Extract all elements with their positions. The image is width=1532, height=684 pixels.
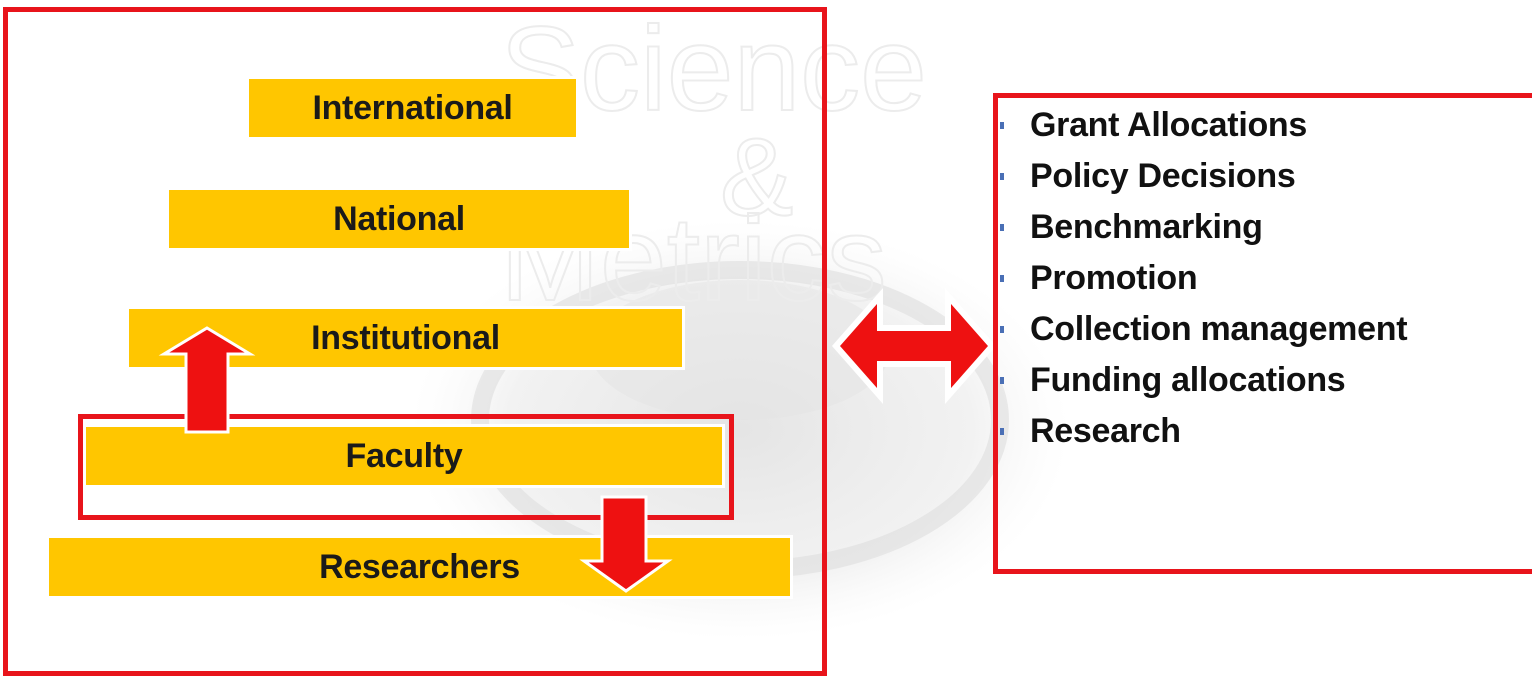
arrow-up-icon (158, 326, 256, 434)
list-item: Collection management (1000, 307, 1408, 358)
faculty-highlight-frame (78, 414, 734, 520)
use-label: Promotion (1030, 259, 1198, 297)
arrow-down-icon (579, 495, 673, 593)
list-item: Promotion (1000, 256, 1407, 307)
use-label: Benchmarking (1030, 208, 1263, 246)
bullet-icon (1000, 275, 1004, 282)
use-label: Grant Allocations (1030, 106, 1308, 144)
levels-frame (3, 7, 827, 676)
svg-text:&: & (720, 116, 793, 239)
bullet-icon (1000, 377, 1004, 384)
level-researchers: Researchers (49, 538, 790, 596)
list-item: Funding allocations (1000, 358, 1407, 409)
bullet-icon (1000, 428, 1004, 435)
use-label: Funding allocations (1030, 361, 1346, 399)
bullet-icon (1000, 122, 1004, 129)
bullet-icon (1000, 326, 1004, 333)
level-international: International (249, 79, 576, 137)
list-item: Grant Allocations (1000, 103, 1407, 154)
uses-frame (993, 93, 1532, 574)
level-faculty-label: Faculty (345, 436, 463, 475)
level-national: National (169, 190, 629, 248)
bullet-icon (1000, 224, 1004, 231)
level-international-label: International (312, 88, 513, 127)
level-national-label: National (333, 199, 465, 238)
list-item: Policy Decisions (1000, 154, 1407, 205)
use-label: Collection management (1030, 310, 1408, 348)
uses-list: Grant Allocations Policy Decisions Bench… (1000, 103, 1408, 460)
bullet-icon (1000, 173, 1004, 180)
use-label: Research (1030, 412, 1181, 450)
double-headed-arrow-icon (832, 288, 996, 404)
level-researchers-label: Researchers (319, 547, 520, 586)
use-label: Policy Decisions (1030, 157, 1296, 195)
level-faculty: Faculty (86, 427, 722, 485)
list-item: Research (1000, 409, 1407, 460)
level-institutional-label: Institutional (311, 318, 500, 357)
list-item: Benchmarking (1000, 205, 1407, 256)
